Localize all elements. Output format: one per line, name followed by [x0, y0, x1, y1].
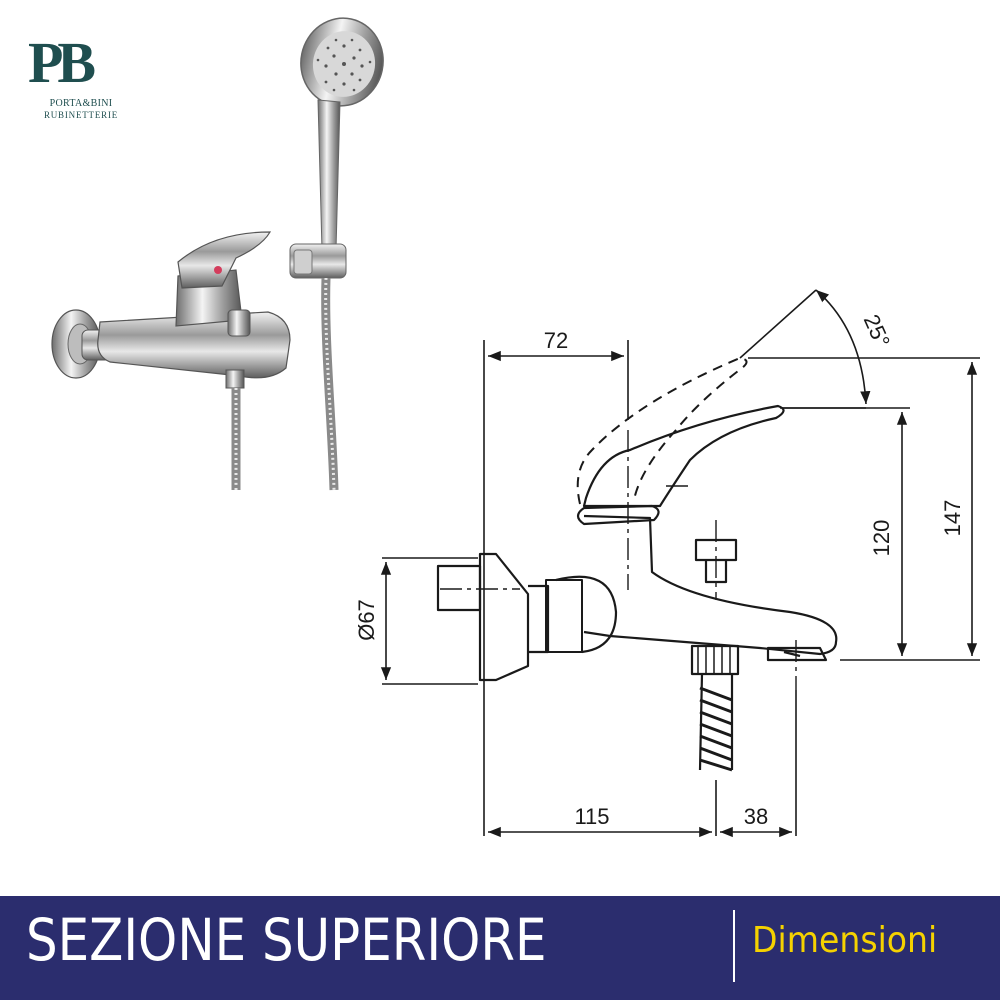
- dim-diameter: Ø67: [354, 599, 379, 641]
- shower-head: [300, 17, 384, 107]
- center-lines: [440, 430, 797, 690]
- dim-angle: 25°: [859, 311, 895, 352]
- dimension-lines: [380, 289, 980, 838]
- faucet-outline: [436, 404, 838, 772]
- mixer-body: [51, 231, 291, 389]
- technical-drawing: 72 25° 120 147 Ø67 115 38: [354, 289, 980, 838]
- footer-divider: [733, 910, 735, 982]
- dim-depth-body: 115: [574, 804, 609, 829]
- footer-banner: SEZIONE SUPERIORE Dimensioni: [0, 896, 1000, 1000]
- dim-height-total: 147: [940, 500, 965, 537]
- brand-mark: PB: [28, 30, 96, 95]
- brand-tagline: RUBINETTERIE: [43, 110, 119, 120]
- dim-height-lever: 120: [869, 520, 894, 557]
- brand-logo: PB PORTA&BINI RUBINETTERIE: [22, 34, 142, 124]
- section-title: SEZIONE SUPERIORE: [26, 906, 547, 974]
- brand-name: PORTA&BINI: [49, 98, 113, 109]
- section-subtitle: Dimensioni: [752, 920, 938, 961]
- lever-dashed-position: [576, 356, 748, 505]
- product-photo: [51, 17, 384, 491]
- dim-depth-spout: 38: [744, 804, 768, 829]
- dim-top-width: 72: [544, 328, 568, 353]
